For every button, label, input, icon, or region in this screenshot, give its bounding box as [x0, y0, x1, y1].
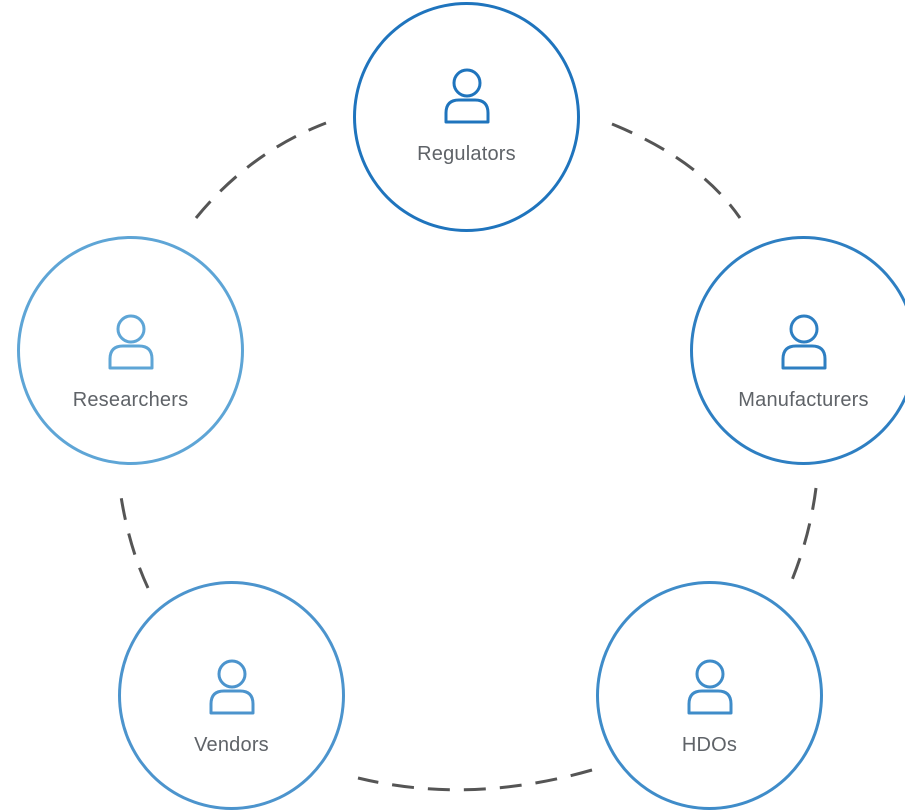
- person-icon: [108, 314, 153, 370]
- node-researchers: Researchers: [17, 236, 244, 465]
- node-regulators: Regulators: [353, 2, 580, 232]
- person-icon: [209, 659, 254, 715]
- connector-manufacturers-hdos: [790, 487, 818, 581]
- node-hdos: HDOs: [596, 581, 823, 810]
- node-label: Manufacturers: [738, 389, 869, 411]
- node-label: Regulators: [417, 143, 516, 165]
- person-icon: [444, 68, 489, 124]
- node-manufacturers: Manufacturers: [690, 236, 905, 465]
- node-label: Researchers: [72, 389, 189, 411]
- connector-vendors-researchers: [118, 489, 150, 589]
- node-label: HDOs: [681, 734, 738, 756]
- person-icon: [781, 314, 826, 370]
- connector-regulators-manufacturers: [611, 122, 742, 219]
- connector-hdos-vendors: [357, 768, 593, 792]
- connector-researchers-regulators: [194, 121, 327, 219]
- person-icon: [687, 659, 732, 715]
- node-label: Vendors: [194, 734, 269, 756]
- node-vendors: Vendors: [118, 581, 345, 810]
